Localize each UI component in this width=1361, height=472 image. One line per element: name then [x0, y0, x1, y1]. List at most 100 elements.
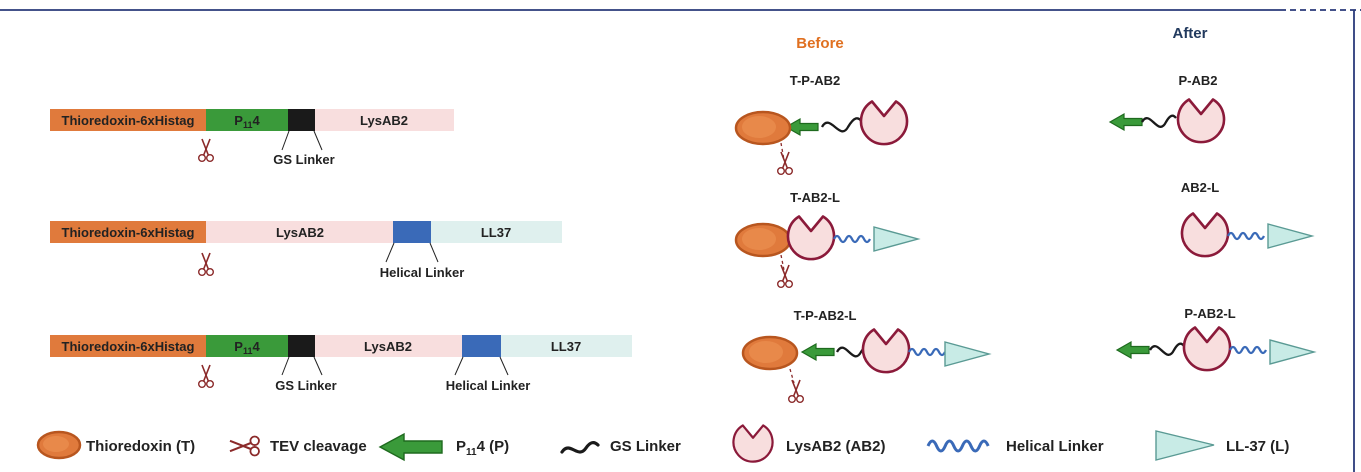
segment-label-p114: P114 [234, 339, 260, 356]
segment-gs-linker [288, 109, 315, 131]
construct-1: Thioredoxin-6xHistag P114 LysAB2 GS Link… [50, 109, 454, 167]
after-p-ab2: P-AB2 [1109, 73, 1226, 144]
lysab2-icon [1182, 326, 1232, 372]
thioredoxin-icon [734, 110, 792, 146]
segment-label-ll37: LL37 [481, 225, 511, 240]
segment-ll37 [431, 221, 562, 243]
scissors-icon [787, 379, 805, 404]
legend-ll37: LL-37 (L) [1155, 430, 1289, 461]
gs-linker-callout: GS Linker [273, 130, 335, 167]
after-ab2-l: AB2-L [1180, 180, 1313, 258]
segment-lysab2 [315, 109, 454, 131]
thioredoxin-icon [734, 222, 792, 258]
before-label: T-AB2-L [790, 190, 840, 205]
outer-frame [0, 9, 1361, 472]
annotation-gs-linker: GS Linker [273, 152, 334, 167]
scissors-icon [776, 264, 794, 289]
before-label: T-P-AB2-L [794, 308, 857, 323]
legend: Thioredoxin (T) TEV cleavage P114 (P) GS… [36, 424, 1289, 463]
scissors-icon [228, 435, 261, 457]
p114-arrow-icon [1116, 341, 1150, 359]
segment-thioredoxin [50, 109, 206, 131]
after-label: P-AB2-L [1184, 306, 1235, 321]
legend-label-helical-linker: Helical Linker [1006, 438, 1104, 455]
legend-thioredoxin: Thioredoxin (T) [36, 430, 195, 460]
after-label: AB2-L [1181, 180, 1219, 195]
segment-thioredoxin [50, 335, 206, 357]
segment-helical-linker [462, 335, 501, 357]
annotation-gs-linker: GS Linker [275, 378, 336, 393]
segment-lysab2 [315, 335, 462, 357]
before-t-ab2-l: T-AB2-L [734, 190, 919, 289]
segment-label-lysab2: LysAB2 [364, 339, 412, 354]
ll37-icon [873, 226, 919, 252]
lysab2-icon [1176, 98, 1226, 144]
legend-p114: P114 (P) [378, 432, 509, 462]
p114-arrow-icon [801, 343, 835, 361]
before-t-p-ab2-l: T-P-AB2-L [741, 308, 990, 404]
legend-label-thioredoxin: Thioredoxin (T) [86, 438, 195, 455]
before-heading: Before [796, 35, 844, 52]
segment-label-lysab2: LysAB2 [276, 225, 324, 240]
segment-helical-linker [393, 221, 431, 243]
legend-label-tev: TEV cleavage [270, 438, 367, 455]
after-label: P-AB2 [1178, 73, 1217, 88]
lysab2-icon [861, 328, 911, 374]
after-p-ab2-l: P-AB2-L [1116, 306, 1315, 372]
segment-p114 [206, 335, 288, 357]
helical-linker-callout: Helical Linker [446, 356, 531, 393]
legend-lysab2: LysAB2 (AB2) [732, 424, 885, 463]
segment-label-ll37: LL37 [551, 339, 581, 354]
segment-p114 [206, 109, 288, 131]
helical-linker-icon [907, 347, 947, 357]
lysab2-icon [732, 424, 774, 463]
scissors-icon [197, 364, 215, 389]
annotation-helical-linker: Helical Linker [446, 378, 531, 393]
thioredoxin-icon [741, 335, 799, 371]
annotation-helical-linker: Helical Linker [380, 265, 465, 280]
ll37-icon [1267, 223, 1313, 249]
helical-linker-icon [926, 439, 990, 453]
lysab2-icon [1180, 212, 1230, 258]
p114-arrow-icon [1109, 113, 1143, 131]
before-label: T-P-AB2 [790, 73, 841, 88]
legend-tev: TEV cleavage [228, 435, 367, 457]
gs-linker-icon [820, 117, 863, 133]
scissors-icon [776, 151, 794, 176]
gs-linker-icon [560, 441, 600, 454]
helical-linker-callout: Helical Linker [380, 242, 465, 280]
lysab2-icon [859, 100, 909, 146]
segment-ll37 [501, 335, 632, 357]
helical-linker-icon [1228, 345, 1268, 355]
ll37-icon [1269, 339, 1315, 365]
segment-lysab2 [206, 221, 393, 243]
ll37-icon [1155, 430, 1215, 461]
lysab2-icon [786, 215, 836, 261]
after-heading: After [1172, 25, 1207, 42]
construct-2: Thioredoxin-6xHistag LysAB2 LL37 Helical… [50, 221, 562, 280]
gs-linker-icon [1141, 114, 1177, 128]
legend-label-gs-linker: GS Linker [610, 438, 681, 455]
scissors-icon [197, 252, 215, 277]
legend-label-lysab2: LysAB2 (AB2) [786, 438, 885, 455]
segment-label-thioredoxin: Thioredoxin-6xHistag [62, 113, 195, 128]
segment-label-lysab2: LysAB2 [360, 113, 408, 128]
ll37-icon [944, 341, 990, 367]
gs-linker-icon [1149, 342, 1185, 356]
p114-arrow-icon [378, 432, 443, 462]
construct-3: Thioredoxin-6xHistag P114 LysAB2 LL37 GS… [50, 335, 632, 393]
segment-thioredoxin [50, 221, 206, 243]
helical-linker-icon [1226, 231, 1266, 241]
legend-gs-linker: GS Linker [560, 438, 681, 455]
helical-linker-icon [832, 234, 872, 244]
segment-label-thioredoxin: Thioredoxin-6xHistag [62, 339, 195, 354]
legend-helical-linker: Helical Linker [926, 438, 1104, 455]
before-t-p-ab2: T-P-AB2 [734, 73, 909, 176]
legend-label-ll37: LL-37 (L) [1226, 438, 1289, 455]
segment-label-thioredoxin: Thioredoxin-6xHistag [62, 225, 195, 240]
segment-gs-linker [288, 335, 315, 357]
scissors-icon [197, 138, 215, 163]
segment-label-p114: P114 [234, 113, 260, 130]
legend-label-p114: P114 (P) [456, 438, 509, 458]
